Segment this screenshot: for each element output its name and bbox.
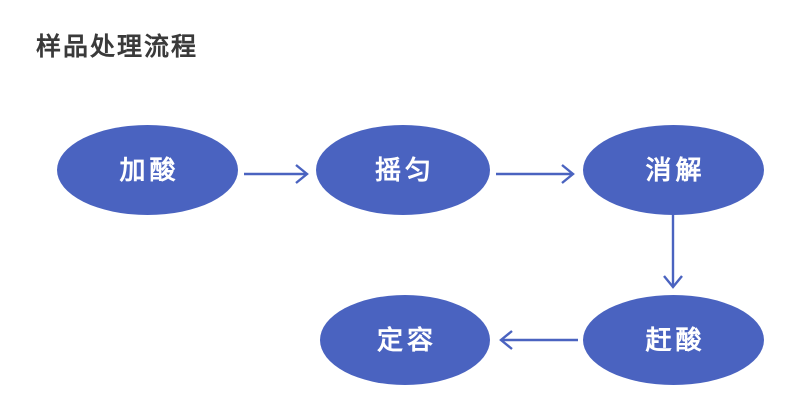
flow-node-add-acid[interactable]: 加酸 bbox=[57, 125, 238, 215]
flow-node-dilute-to-volume[interactable]: 定容 bbox=[320, 295, 490, 385]
flow-node-label: 定容 bbox=[376, 325, 437, 355]
flow-node-label: 赶酸 bbox=[645, 325, 706, 355]
arrow-right-icon bbox=[244, 164, 309, 184]
flow-node-label: 消解 bbox=[645, 155, 706, 185]
page-title: 样品处理流程 bbox=[36, 33, 199, 61]
arrow-right-icon bbox=[496, 164, 575, 184]
flow-node-shake[interactable]: 摇匀 bbox=[316, 125, 490, 215]
arrow-left-icon bbox=[499, 330, 578, 350]
flow-node-remove-acid[interactable]: 赶酸 bbox=[583, 295, 764, 385]
arrow-down-icon bbox=[663, 214, 683, 289]
flow-node-label: 加酸 bbox=[119, 155, 180, 185]
flow-node-digest[interactable]: 消解 bbox=[583, 125, 764, 215]
flow-node-label: 摇匀 bbox=[374, 155, 435, 185]
